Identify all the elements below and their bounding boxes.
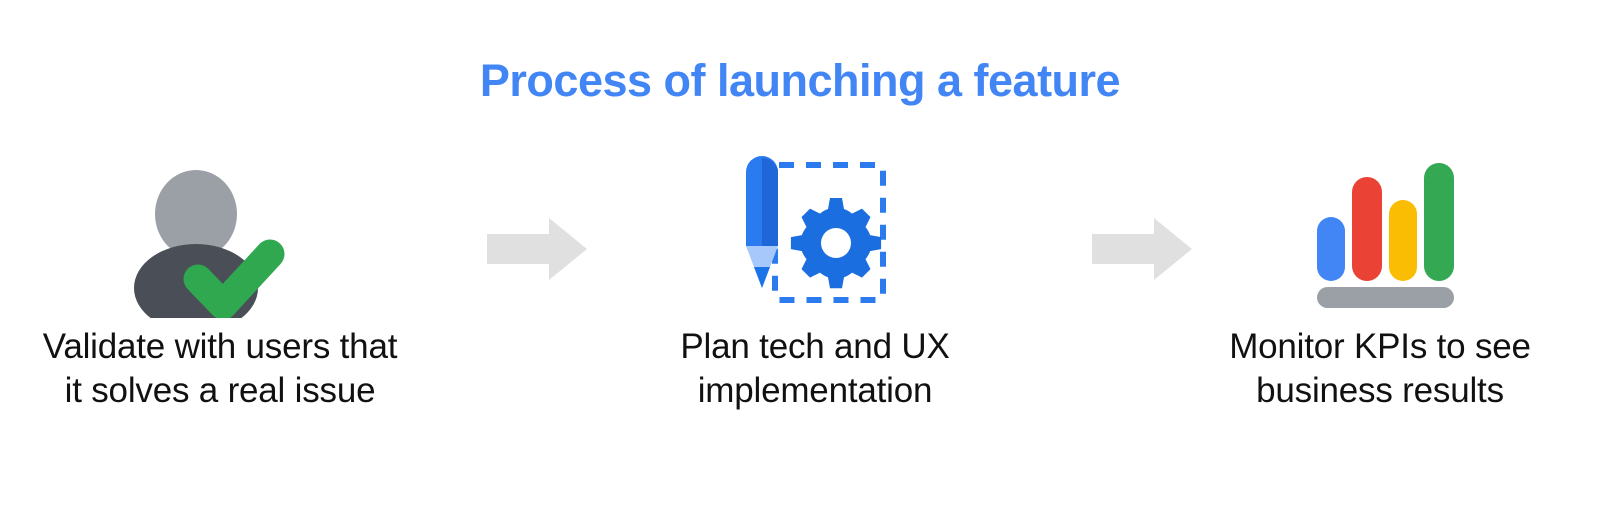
step-plan-caption: Plan tech and UX implementation xyxy=(680,327,950,410)
page-title: Process of launching a feature xyxy=(479,55,1121,106)
step-monitor-icon-box xyxy=(1295,140,1465,325)
step-validate-icon-box xyxy=(120,140,320,325)
bar-yellow xyxy=(1389,200,1417,281)
bar-green xyxy=(1424,163,1454,281)
chart-base xyxy=(1317,287,1454,308)
step-validate: Validate with users that it solves a rea… xyxy=(0,140,440,460)
bar-blue xyxy=(1317,217,1345,281)
gear-icon xyxy=(790,198,882,289)
process-steps: Validate with users that it solves a rea… xyxy=(0,140,1600,460)
arrow-right-1 xyxy=(487,218,587,285)
step-plan: Plan tech and UX implementation xyxy=(595,140,1035,460)
bar-chart-icon xyxy=(1317,163,1454,308)
arrow-right-2 xyxy=(1092,218,1192,285)
step-plan-icon-box xyxy=(730,140,900,325)
step-validate-caption: Validate with users that it solves a rea… xyxy=(42,327,398,410)
step-monitor: Monitor KPIs to see business results xyxy=(1160,140,1600,460)
arrow-right-icon xyxy=(1092,218,1192,280)
step-monitor-caption: Monitor KPIs to see business results xyxy=(1229,327,1531,410)
pencil-gear-blueprint-icon xyxy=(746,156,886,303)
bar-red xyxy=(1352,177,1382,281)
pencil-icon xyxy=(746,156,778,288)
user-check-icon xyxy=(134,169,285,318)
arrow-right-icon xyxy=(487,218,587,280)
